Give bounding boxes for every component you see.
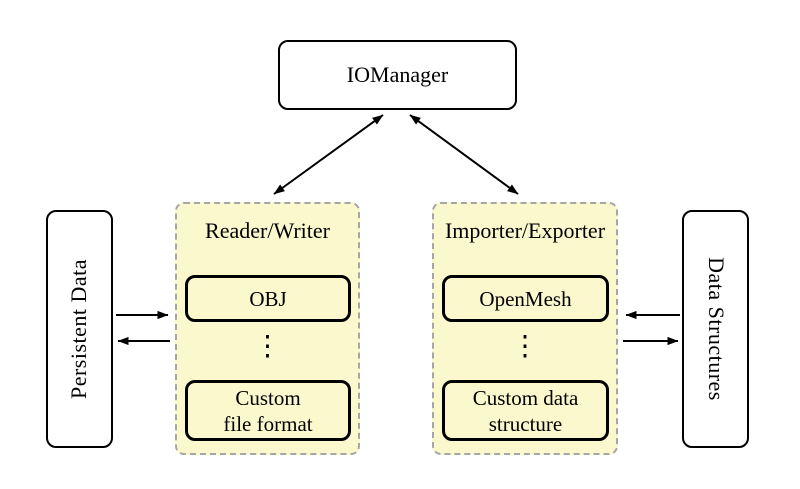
panel-reader-writer-title: Reader/Writer <box>205 218 330 243</box>
item-custom-file-format-line2: file format <box>223 411 313 436</box>
item-box-custom-data-structure: Custom data structure <box>442 380 609 441</box>
iomanager-label: IOManager <box>346 62 449 87</box>
item-box-openmesh: OpenMesh <box>442 275 609 322</box>
item-custom-data-structure-line1: Custom data <box>472 385 579 410</box>
persistent-data-label: Persistent Data <box>66 258 92 400</box>
ellipsis-vertical-icon: ⋮ <box>511 329 539 362</box>
item-custom-data-structure-line2: structure <box>488 411 563 436</box>
data-structures-label: Data Structures <box>703 257 729 401</box>
item-custom-file-format-line1: Custom <box>235 385 301 410</box>
panel-importer-exporter: Importer/Exporter OpenMesh ⋮ Custom data… <box>432 202 618 455</box>
arrow-iomanager-readerwriter <box>273 114 384 195</box>
iomanager-box: IOManager <box>278 40 517 110</box>
persistent-data-box: Persistent Data <box>46 210 113 448</box>
arrow-iomanager-importerexporter <box>409 114 519 195</box>
ellipsis-vertical-icon: ⋮ <box>253 329 282 362</box>
item-openmesh-label: OpenMesh <box>479 286 572 311</box>
data-structures-box: Data Structures <box>682 210 749 448</box>
item-obj-label: OBJ <box>249 286 287 311</box>
item-box-custom-file-format: Custom file format <box>185 380 351 441</box>
panel-reader-writer: Reader/Writer OBJ ⋮ Custom file format <box>175 202 360 455</box>
panel-importer-exporter-title: Importer/Exporter <box>444 218 606 243</box>
item-box-obj: OBJ <box>185 275 351 322</box>
